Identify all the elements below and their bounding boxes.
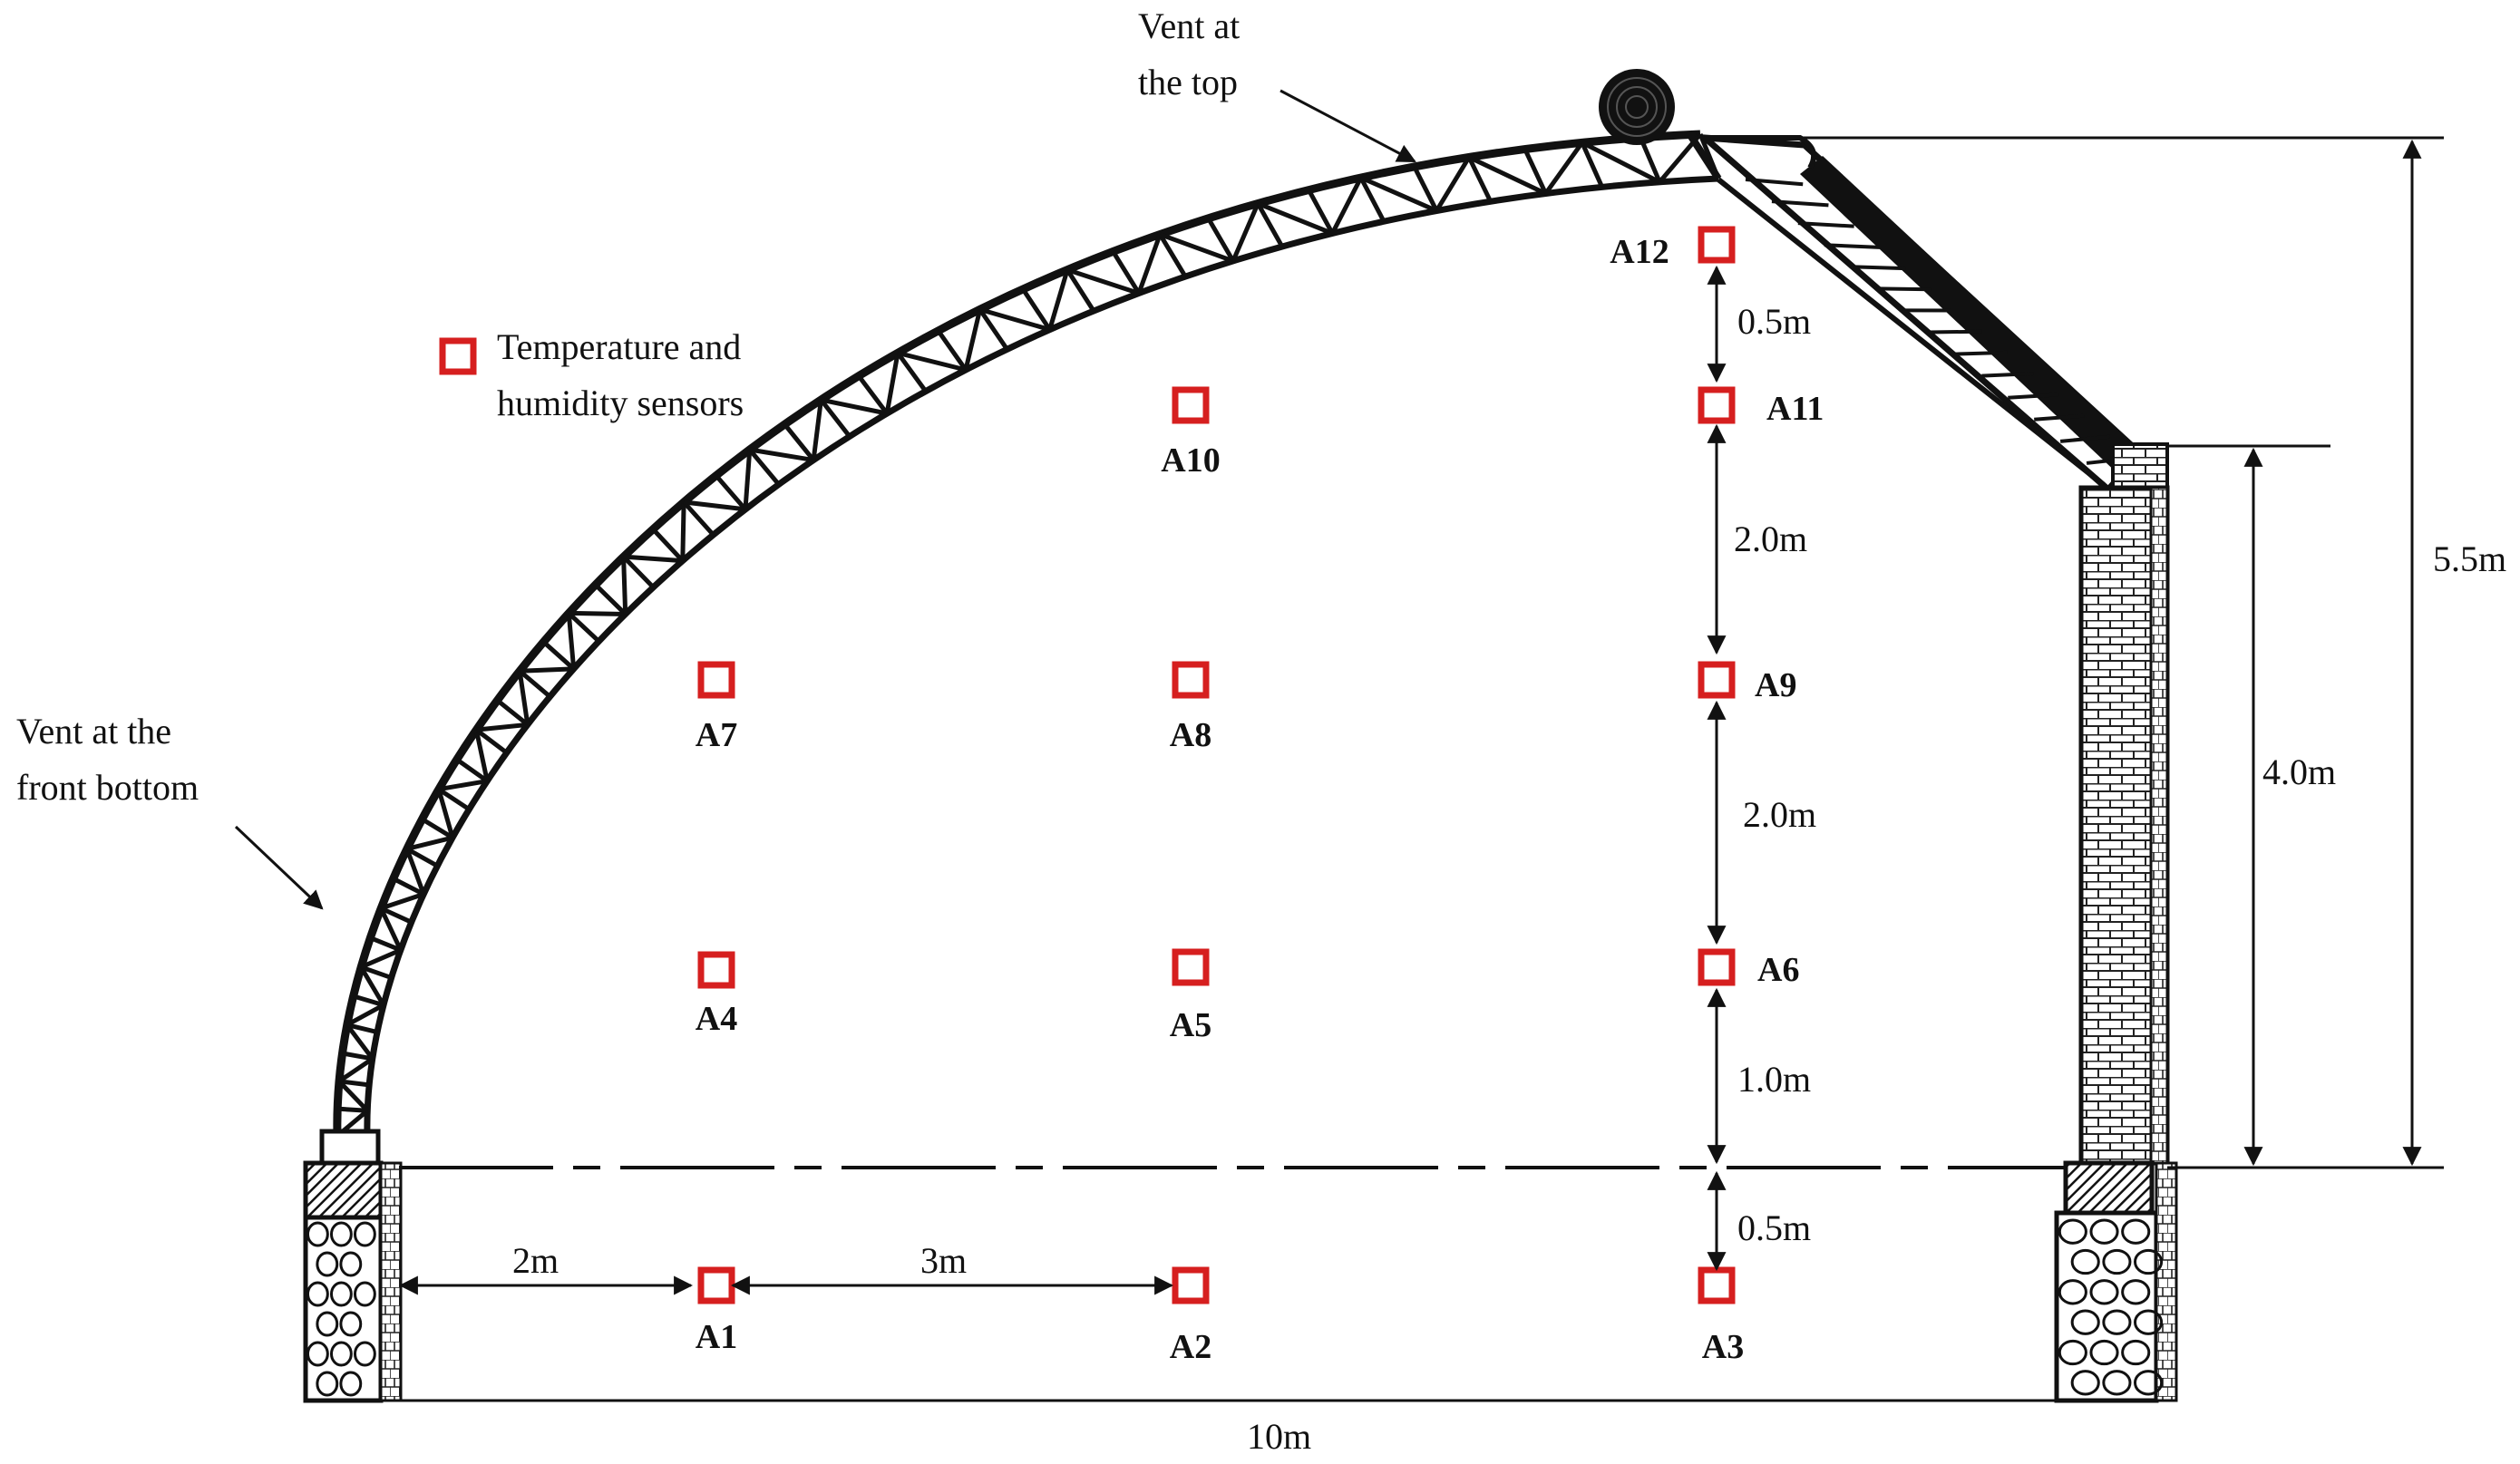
sensor-label: A5 (1170, 1006, 1211, 1044)
legend: Temperature and humidity sensors (443, 326, 744, 423)
dim-total-height: 5.5m (2433, 538, 2506, 579)
north-foundation-edge (2156, 1163, 2176, 1401)
dim-wall-height: 4.0m (2262, 751, 2336, 792)
sensor-marker (701, 1270, 732, 1301)
south-ring-beam (306, 1163, 381, 1217)
legend-line-2: humidity sensors (497, 383, 744, 423)
sensor-label: A10 (1161, 441, 1220, 480)
sensor-marker (1701, 1270, 1732, 1301)
dim-a9-a11: 2.0m (1734, 519, 1807, 559)
dim-a6-a9: 2.0m (1743, 794, 1816, 835)
back-roof-insulation (1800, 156, 2142, 476)
sensor-marker (1701, 952, 1732, 983)
sensor-label: A2 (1170, 1328, 1211, 1366)
sensor-marker (1175, 664, 1206, 695)
sensor-label: A3 (1702, 1328, 1744, 1366)
dim-a1-a2: 3m (920, 1240, 967, 1281)
sensor-label: A9 (1755, 666, 1796, 704)
sensor-marker (701, 664, 732, 695)
sensor-marker (701, 955, 732, 985)
sensor-label: A1 (696, 1318, 737, 1356)
vent-top-label-2: the top (1138, 62, 1238, 102)
dim-wall-a1: 2m (512, 1240, 559, 1281)
legend-sensor-marker (443, 341, 473, 372)
arch-outer-chord (337, 134, 1700, 1136)
sensor-a2: A2 (1170, 1270, 1211, 1366)
sensor-a6: A6 (1701, 951, 1799, 989)
sensor-a10: A10 (1161, 390, 1220, 480)
sensor-a5: A5 (1170, 952, 1211, 1044)
sensor-marker (1175, 390, 1206, 421)
sensor-a11: A11 (1701, 390, 1824, 428)
sensor-label: A12 (1610, 233, 1669, 271)
sensor-a9: A9 (1701, 664, 1796, 704)
sensor-label: A11 (1766, 390, 1824, 428)
vent-front-label-1: Vent at the (16, 711, 171, 751)
sensor-a12: A12 (1610, 229, 1732, 271)
sensor-a7: A7 (696, 664, 737, 754)
vent-top-label-1: Vent at (1138, 5, 1240, 46)
sensor-a3: A3 (1701, 1270, 1744, 1366)
sensor-marker (1175, 1270, 1206, 1301)
sensor-marker (1701, 229, 1732, 260)
sensor-a1: A1 (696, 1270, 737, 1356)
vent-front-label-2: front bottom (16, 767, 199, 808)
north-wall (2057, 444, 2176, 1401)
north-wall-ring-beam (2066, 1163, 2152, 1213)
south-foundation (306, 1131, 401, 1401)
north-wall-edge (2151, 488, 2167, 1163)
vent-top-annotation: Vent at the top (1138, 5, 1415, 161)
dim-ground-a6: 1.0m (1737, 1059, 1811, 1100)
sensor-label: A8 (1170, 716, 1211, 754)
sensor-marker (1701, 390, 1732, 421)
dim-a3-ground: 0.5m (1737, 1207, 1811, 1248)
sensor-label: A6 (1757, 951, 1799, 989)
dim-a11-a12: 0.5m (1737, 301, 1811, 342)
sensor-marker (1701, 664, 1732, 695)
arch-truss (337, 132, 1718, 1136)
dim-width: 10m (1247, 1416, 1311, 1457)
sensor-a4: A4 (696, 955, 737, 1038)
south-foundation-edge (381, 1163, 401, 1401)
legend-line-1: Temperature and (497, 326, 741, 367)
top-vent-roll-icon (1599, 69, 1675, 145)
sensor-a8: A8 (1170, 664, 1211, 754)
sensor-label: A7 (696, 716, 737, 754)
sensor-marker (1175, 952, 1206, 983)
sensor-layer: A1 A2 A3 A4 A5 A6 A7 A8 A9 A10 A11 A12 (696, 229, 1824, 1366)
north-wall-cap (2113, 444, 2167, 488)
vent-front-annotation: Vent at the front bottom (16, 711, 322, 908)
sensor-label: A4 (696, 1000, 737, 1038)
